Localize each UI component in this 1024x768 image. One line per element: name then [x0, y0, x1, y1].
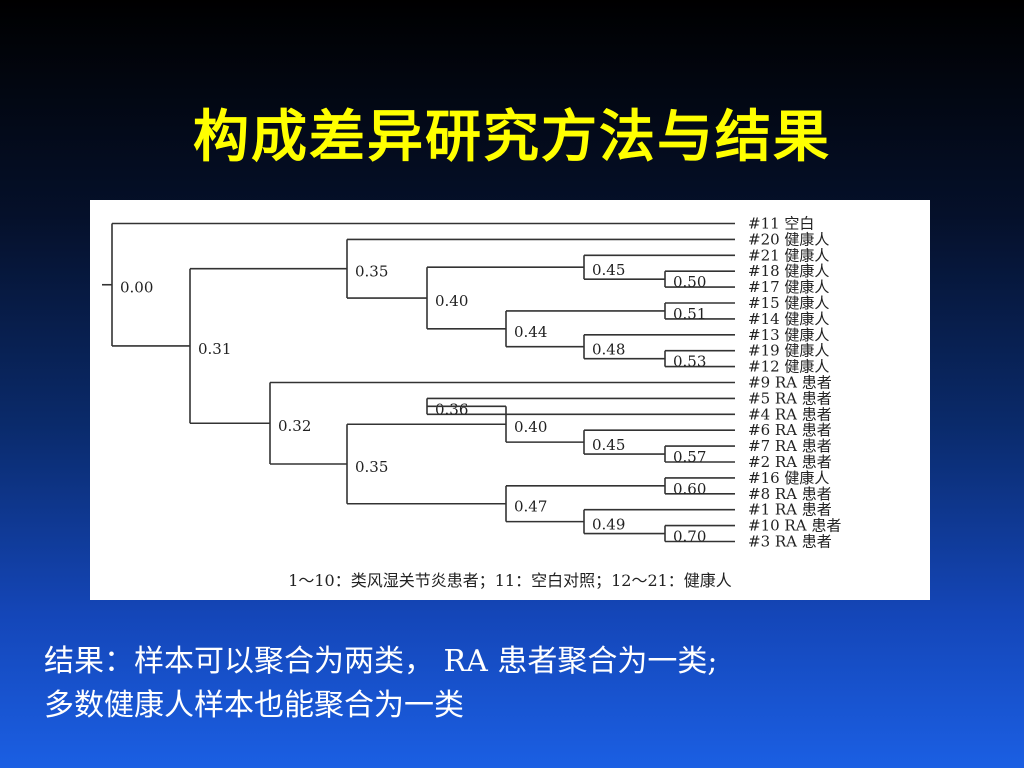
leaf-label: #11 空白	[748, 215, 814, 233]
node-distance-label: 0.40	[514, 418, 547, 436]
leaf-label: #7 RA 患者	[748, 437, 832, 455]
node-distance-label: 0.49	[592, 516, 625, 534]
leaf-label: #9 RA 患者	[748, 374, 832, 392]
slide-title: 构成差异研究方法与结果	[193, 105, 831, 170]
result-text: 结果：样本可以聚合为两类， RA 患者聚合为一类; 多数健康人样本也能聚合为一类	[44, 640, 1004, 728]
node-distance-label: 0.45	[592, 436, 625, 454]
leaf-label: #10 RA 患者	[748, 517, 841, 535]
node-distance-label: 0.60	[673, 480, 706, 498]
leaf-label: #20 健康人	[748, 230, 829, 248]
leaf-label: #17 健康人	[748, 278, 829, 296]
node-distance-label: 0.45	[592, 261, 625, 279]
node-distance-label: 0.35	[355, 263, 388, 281]
leaf-label: #16 健康人	[748, 469, 829, 487]
result-line-2: 多数健康人样本也能聚合为一类	[44, 688, 464, 723]
leaf-label: #2 RA 患者	[748, 453, 832, 471]
node-distance-label: 0.36	[435, 400, 468, 418]
leaf-label: #13 健康人	[748, 326, 829, 344]
node-distance-label: 0.57	[673, 448, 706, 466]
node-distance-label: 0.47	[514, 498, 547, 516]
leaf-label: #21 健康人	[748, 246, 829, 264]
node-distance-label: 0.70	[673, 528, 706, 546]
leaf-label: #3 RA 患者	[748, 533, 832, 551]
leaf-label: #15 健康人	[748, 294, 829, 312]
node-distance-label: 0.44	[514, 323, 547, 341]
leaf-label: #5 RA 患者	[748, 389, 832, 407]
node-distance-label: 0.31	[198, 340, 231, 358]
node-distance-label: 0.35	[355, 458, 388, 476]
node-distance-label: 0.48	[592, 341, 625, 359]
node-distance-label: 0.51	[673, 305, 706, 323]
leaf-label: #6 RA 患者	[748, 421, 832, 439]
dendrogram-svg: 0.50 0.45 0.51 0.53 0.48 0.44 0.40 0.35 0.36 0.57…	[102, 215, 841, 590]
dendrogram-figure: 0.50 0.45 0.51 0.53 0.48 0.44 0.40 0.35 0.36 0.57…	[90, 200, 930, 600]
node-distance-label: 0.40	[435, 292, 468, 310]
leaf-label: #12 健康人	[748, 358, 829, 376]
result-line-1: 结果：样本可以聚合为两类， RA 患者聚合为一类;	[44, 644, 718, 679]
dendrogram-caption: 1～10：类风湿关节炎患者；11：空白对照；12～21：健康人	[288, 571, 732, 590]
leaf-label: #14 健康人	[748, 310, 829, 328]
leaf-label: #8 RA 患者	[748, 485, 832, 503]
leaf-label: #19 健康人	[748, 342, 829, 360]
leaf-label: #4 RA 患者	[748, 405, 832, 423]
node-distance-label: 0.50	[673, 273, 706, 291]
leaf-label: #1 RA 患者	[748, 501, 832, 519]
node-distance-label: 0.32	[278, 417, 311, 435]
node-distance-label: 0.53	[673, 353, 706, 371]
node-distance-label: 0.00	[120, 279, 153, 297]
leaf-label: #18 健康人	[748, 262, 829, 280]
